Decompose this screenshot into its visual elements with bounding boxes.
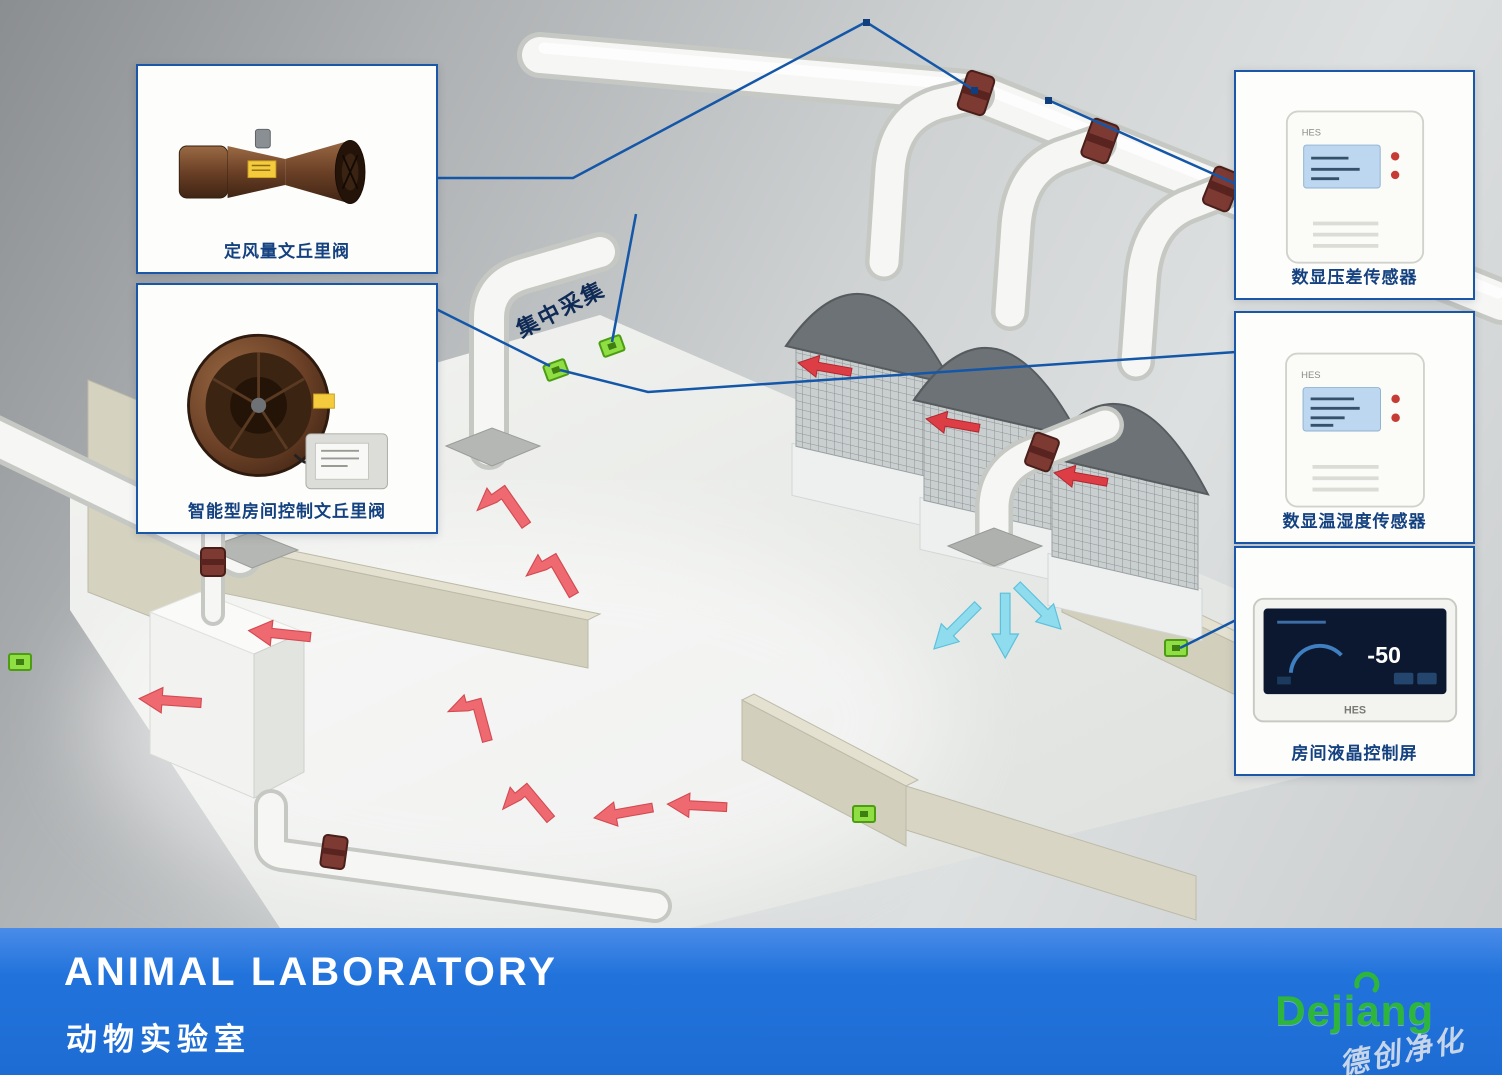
callout-label: 数显温湿度传感器 [1282, 512, 1427, 531]
cav-venturi-valve-image [138, 66, 436, 272]
callout-label: 房间液晶控制屏 [1291, 744, 1418, 763]
device-brand: HES [1301, 370, 1320, 381]
sensor-chip [1164, 639, 1188, 657]
pipe-valve [319, 834, 349, 870]
callout-lcd-control-screen: -50 HES 房间液晶控制屏 [1234, 546, 1475, 776]
lcd-control-screen-image: -50 HES [1236, 548, 1473, 774]
callout-label: 定风量文丘里阀 [224, 242, 350, 261]
brand-logo: Dejiang 德创净化 [1228, 971, 1469, 1075]
callout-connectors [433, 20, 1237, 650]
logo-swirl-icon [1352, 967, 1380, 1000]
callout-cav-venturi-valve: 定风量文丘里阀 [136, 64, 438, 274]
device-brand: HES [1344, 705, 1366, 717]
callout-temp-humidity-sensor: HES 数显温湿度传感器 [1234, 311, 1475, 544]
animal-cage-rack-3 [1040, 402, 1210, 642]
sensor-chip [852, 805, 876, 823]
banner-subtitle: 动物实验室 [66, 1022, 251, 1057]
logo-text: Dejiang [1275, 987, 1434, 1034]
scene-3d: 集中采集 定风量文丘里阀 [0, 19, 1502, 928]
pressure-sensor-image: HES [1236, 72, 1473, 298]
sensor-chip [598, 334, 626, 358]
bottom-banner: ANIMAL LABORATORY 动物实验室 Dejiang 德创净化 [0, 928, 1502, 1075]
device-brand: HES [1301, 128, 1320, 138]
air-handling-unit [148, 591, 306, 799]
left-supply-duct [0, 415, 300, 578]
unit-inlet-pipe [200, 508, 226, 626]
connector-junction-dots [863, 19, 1052, 104]
middle-diffuser-pipe [946, 406, 1124, 567]
bottom-exhaust-pipe [254, 789, 672, 923]
sensor-chip [8, 653, 32, 671]
cage-risers [865, 76, 1241, 381]
ceiling-diffuser [444, 427, 542, 467]
duct-clamps [956, 69, 1242, 213]
banner-title: ANIMAL LABORATORY [64, 950, 558, 994]
lcd-reading: -50 [1367, 642, 1401, 668]
pipe-valve [200, 547, 226, 577]
callout-label: 智能型房间控制文丘里阀 [188, 502, 386, 521]
temp-humidity-sensor-image: HES [1236, 313, 1473, 542]
callout-label: 数显压差传感器 [1291, 268, 1418, 287]
smart-venturi-valve-image [138, 285, 436, 532]
pipe-valve [1024, 431, 1060, 473]
callout-smart-venturi-valve: 智能型房间控制文丘里阀 [136, 283, 438, 534]
scene-illustration [0, 19, 1502, 928]
ceiling-diffuser [946, 527, 1044, 567]
callout-pressure-sensor: HES 数显压差传感器 [1234, 70, 1475, 300]
left-room-riser [444, 232, 620, 470]
